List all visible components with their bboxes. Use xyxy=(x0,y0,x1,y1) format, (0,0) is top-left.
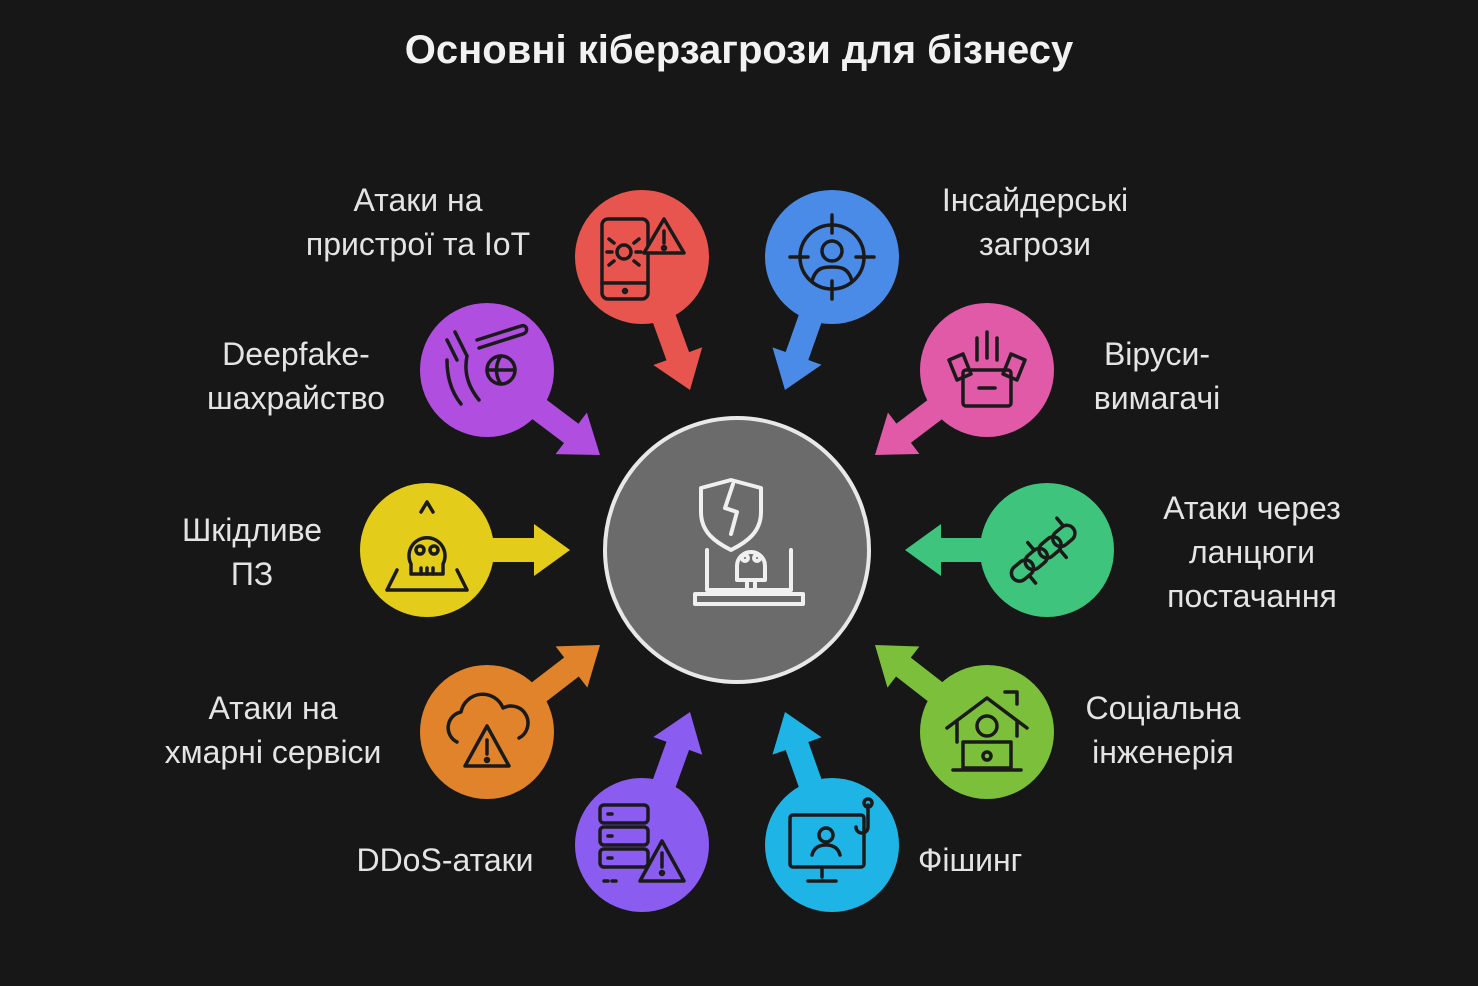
house-person-laptop-icon xyxy=(945,690,1029,772)
label-line: Інсайдерські xyxy=(941,182,1129,218)
label-ddos: DDoS-атаки xyxy=(356,838,533,882)
node-circle-insider xyxy=(765,190,899,324)
threat-node-iot xyxy=(575,190,709,390)
phone-bug-warning-icon xyxy=(600,217,686,301)
label-line: ПЗ xyxy=(230,556,274,592)
skull-warning-icon xyxy=(385,500,469,592)
chain-icon xyxy=(1009,516,1077,585)
label-line: вимагачі xyxy=(1093,380,1221,416)
center-node xyxy=(603,416,871,684)
label-supply-chain: Атаки через ланцюги постачання xyxy=(1163,486,1341,618)
hands-laptop-icon xyxy=(947,330,1027,408)
threat-node-insider xyxy=(765,190,899,390)
threat-node-supply-chain xyxy=(905,483,1114,617)
node-circle-malware xyxy=(360,483,494,617)
threat-node-malware xyxy=(360,483,570,617)
label-social: Соціальна інженерія xyxy=(1086,686,1241,774)
label-line: ланцюги xyxy=(1188,534,1315,570)
label-line: хмарні сервіси xyxy=(164,734,382,770)
shield-laptop-skull-icon xyxy=(693,478,805,606)
label-line: шахрайство xyxy=(206,380,386,416)
hand-mask-icon xyxy=(445,323,529,406)
label-line: Deepfake- xyxy=(222,336,370,372)
center-circle xyxy=(603,416,871,684)
label-cloud: Атаки на хмарні сервіси xyxy=(165,686,382,774)
label-line: Атаки на xyxy=(353,182,483,218)
label-line: Віруси- xyxy=(1103,336,1211,372)
target-person-icon xyxy=(788,213,876,301)
server-warning-icon xyxy=(598,803,686,883)
label-line: Шкідливе xyxy=(181,512,323,548)
threat-node-cloud xyxy=(420,645,600,799)
label-iot: Атаки на пристрої та IoT xyxy=(306,178,530,266)
node-circle-supply-chain xyxy=(980,483,1114,617)
threat-node-phishing xyxy=(765,712,899,912)
label-line: Атаки через xyxy=(1163,490,1341,526)
arrow-malware xyxy=(427,524,570,576)
label-line: постачання xyxy=(1167,578,1337,614)
threat-node-social xyxy=(875,645,1054,799)
threat-node-ddos xyxy=(575,712,709,912)
cloud-warning-icon xyxy=(446,692,530,768)
label-insider: Інсайдерські загрози xyxy=(942,178,1128,266)
label-ransomware: Віруси-вимагачі xyxy=(1094,332,1221,420)
label-line: пристрої та IoT xyxy=(305,226,531,262)
label-line: загрози xyxy=(979,226,1091,262)
label-deepfake: Deepfake-шахрайство xyxy=(207,332,385,420)
monitor-hook-icon xyxy=(788,797,874,883)
node-circle-cloud xyxy=(420,665,554,799)
threat-node-ransomware xyxy=(875,303,1054,455)
label-line: Атаки на xyxy=(208,690,338,726)
threat-node-deepfake xyxy=(420,303,600,455)
label-line: DDoS-атаки xyxy=(356,842,534,878)
label-phishing: Фішинг xyxy=(918,838,1022,882)
label-line: інженерія xyxy=(1092,734,1234,770)
label-line: Соціальна xyxy=(1085,690,1241,726)
page-title: Основні кіберзагрози для бізнесу xyxy=(404,28,1074,72)
node-circle-social xyxy=(920,665,1054,799)
arrow-supply-chain xyxy=(905,524,1047,576)
label-line: Фішинг xyxy=(918,842,1023,878)
node-circle-iot xyxy=(575,190,709,324)
